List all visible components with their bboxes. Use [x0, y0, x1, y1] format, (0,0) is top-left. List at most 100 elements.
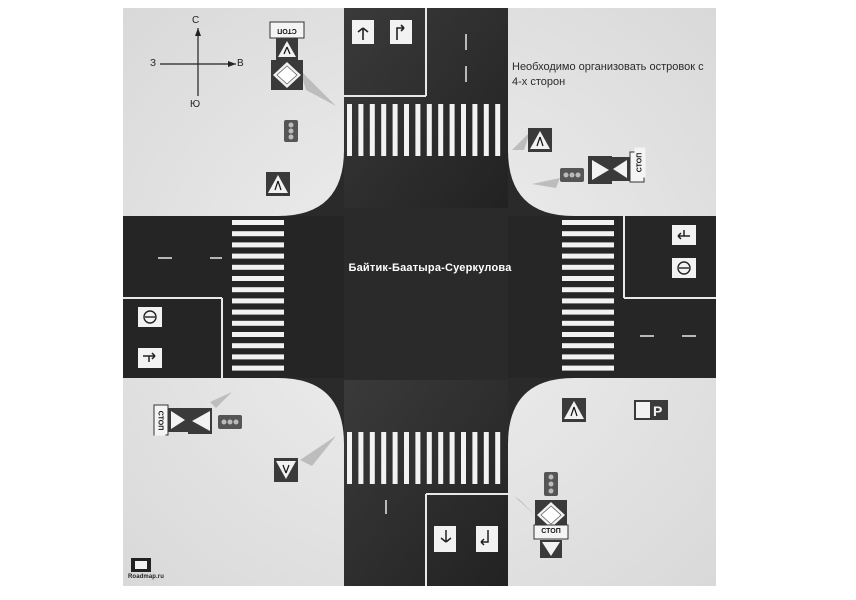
crosswalk-stripe [232, 242, 284, 248]
crosswalk-stripe [562, 332, 614, 337]
crosswalk-stripe [483, 104, 489, 156]
crosswalk-stripe [392, 432, 398, 484]
sign-pointer-south-west [300, 436, 336, 466]
crosswalk-stripe [562, 242, 614, 248]
crosswalk-stripe [472, 432, 478, 484]
crosswalk-stripe [232, 365, 284, 371]
sign-pointer-north-west [300, 70, 336, 106]
pedestrian-crossing-sign-south [540, 540, 562, 558]
crosswalk-stripe [426, 104, 432, 156]
lane-sign-west-top [138, 307, 162, 327]
pedestrian-crossing-sign-south-east [562, 398, 586, 422]
crosswalk-stripe [438, 432, 444, 484]
lane-sign-east-bottom [672, 258, 696, 278]
crosswalk-south [347, 432, 501, 484]
sign-pointer-east [532, 178, 560, 188]
crosswalk-stripe [347, 432, 352, 484]
crosswalk-stripe [562, 320, 614, 326]
corner-south-east [508, 378, 574, 444]
crosswalk-stripe [495, 104, 501, 156]
crosswalk-stripe [369, 104, 375, 156]
crosswalk-stripe [347, 104, 352, 156]
lane-sign-east-top [672, 225, 696, 245]
pedestrian-crossing-sign-north-west-2 [266, 172, 290, 196]
crosswalk-stripe [232, 354, 284, 360]
crosswalk-stripe [562, 354, 614, 360]
sign-pointer-north-east [512, 132, 530, 150]
crosswalk-stripe [232, 220, 284, 225]
crosswalk-east [562, 220, 614, 371]
sign-pointer-west [210, 392, 232, 408]
lane-sign-north-right [390, 20, 412, 44]
sign-pointer-south-east [514, 496, 536, 516]
traffic-light-south [544, 472, 558, 496]
crosswalk-stripe [381, 432, 387, 484]
crosswalk-stripe [232, 309, 284, 315]
crosswalk-stripe [232, 231, 284, 237]
crosswalk-stripe [562, 220, 614, 225]
lane-sign-south-right [476, 526, 498, 552]
pedestrian-crossing-sign-north-west [276, 38, 298, 60]
crosswalk-stripe [358, 432, 364, 484]
compass-north-label: С [192, 15, 200, 26]
crosswalk-stripe [232, 276, 284, 281]
street-name-label: Байтик-Баатыра-Суеркулова [348, 262, 512, 274]
traffic-light-west [218, 415, 242, 429]
crosswalk-stripe [415, 432, 421, 484]
crosswalk-stripe [232, 287, 284, 293]
crosswalk-stripe [232, 332, 284, 337]
crosswalk-stripe [562, 309, 614, 315]
crosswalk-stripe [562, 253, 614, 259]
lane-sign-north-left [352, 20, 374, 44]
lane-sign-west-bottom [138, 348, 162, 368]
svg-text:P: P [653, 403, 662, 419]
traffic-light-north-west [284, 120, 298, 142]
corner-north-east [508, 150, 574, 216]
crosswalk-stripe [461, 432, 466, 484]
pedestrian-crossing-sign-north-east [528, 128, 552, 152]
crosswalk-stripe [495, 432, 501, 484]
crosswalk-stripe [562, 231, 614, 237]
crosswalk-stripe [461, 104, 466, 156]
stop-sign-label: СТОП [154, 405, 166, 436]
crosswalk-stripe [415, 104, 421, 156]
crosswalk-stripe [438, 104, 444, 156]
logo-label: Roadmap.ru [128, 574, 165, 580]
crosswalk-stripe [426, 432, 432, 484]
pedestrian-crossing-sign-west [168, 408, 188, 432]
crosswalk-stripe [369, 432, 375, 484]
crosswalk-stripe [232, 298, 284, 304]
stop-sign-label: СТОП [272, 25, 302, 36]
stop-sign-label: СТОП [536, 526, 566, 537]
roadmap-logo [131, 558, 151, 572]
crosswalk-west [232, 220, 284, 371]
crosswalk-stripe [483, 432, 489, 484]
crosswalk-stripe [232, 343, 284, 349]
stop-sign-label: СТОП [634, 147, 646, 178]
crosswalk-stripe [232, 253, 284, 259]
road-center [344, 208, 508, 380]
crosswalk-stripe [562, 343, 614, 349]
note-text: Необходимо организовать островок с 4-х с… [512, 61, 704, 88]
corner-south-west [278, 378, 344, 444]
crosswalk-stripe [562, 276, 614, 281]
crosswalk-north [347, 104, 501, 156]
crosswalk-stripe [404, 432, 409, 484]
crosswalk-stripe [562, 365, 614, 371]
crosswalk-stripe [404, 104, 409, 156]
parking-sign-south-east: P [634, 400, 668, 420]
crosswalk-stripe [232, 320, 284, 326]
pedestrian-crossing-sign-east [610, 157, 630, 181]
crosswalk-stripe [562, 264, 614, 270]
traffic-light-east [560, 168, 584, 182]
crosswalk-stripe [232, 264, 284, 270]
crosswalk-stripe [358, 104, 364, 156]
pedestrian-crossing-sign-south-west [274, 458, 298, 482]
crosswalk-stripe [472, 104, 478, 156]
crosswalk-stripe [381, 104, 387, 156]
give-way-sign-west [188, 408, 212, 434]
crosswalk-stripe [449, 104, 455, 156]
crosswalk-stripe [562, 287, 614, 293]
corner-north-west [278, 150, 344, 216]
